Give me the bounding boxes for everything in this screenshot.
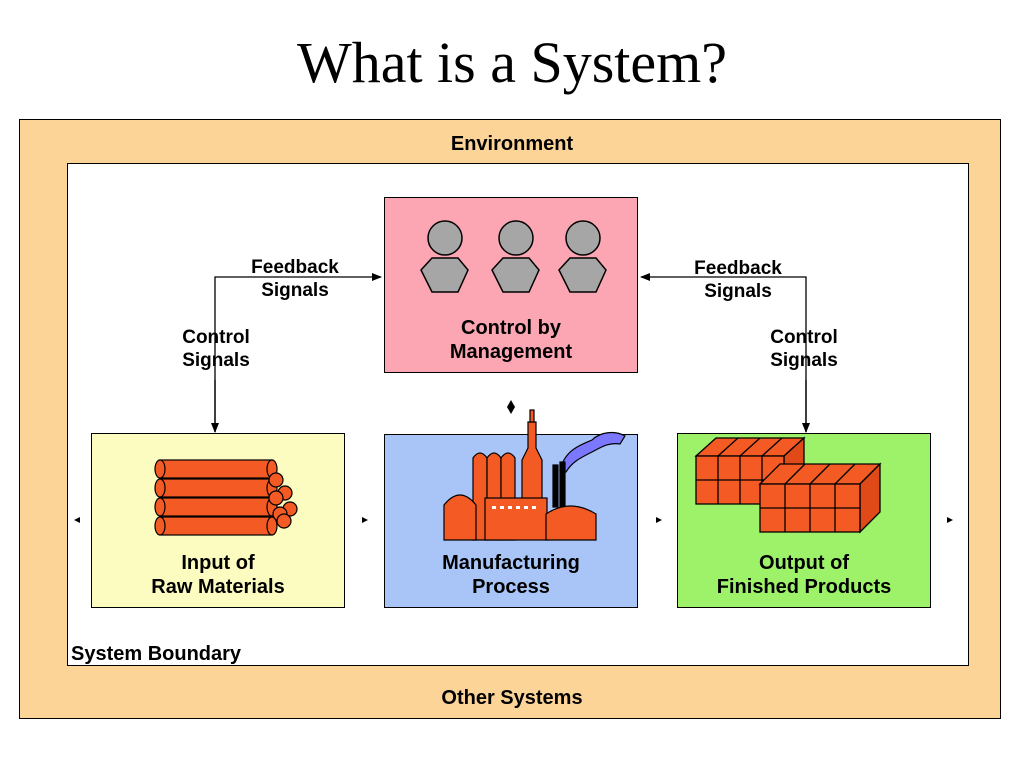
control-label: Control by Management bbox=[384, 316, 638, 364]
process-label: Manufacturing Process bbox=[384, 551, 638, 599]
page-title: What is a System? bbox=[296, 30, 728, 95]
environment-label: Environment bbox=[450, 133, 574, 155]
input-label: Input of Raw Materials bbox=[91, 551, 345, 599]
control-label-line2: Management bbox=[449, 341, 573, 363]
control-signals-left-label: Control Signals bbox=[182, 327, 250, 371]
input-label-line2: Raw Materials bbox=[151, 576, 285, 598]
system-boundary-label: System Boundary bbox=[71, 643, 242, 665]
feedback-signals-right-label: Feedback Signals bbox=[694, 258, 782, 302]
feedback-signals-left-label: Feedback Signals bbox=[251, 257, 339, 301]
other-systems-label: Other Systems bbox=[441, 687, 583, 709]
process-label-line2: Process bbox=[472, 576, 550, 598]
process-label-line1: Manufacturing bbox=[442, 552, 580, 574]
output-label: Output of Finished Products bbox=[677, 551, 931, 599]
control-signals-right-label: Control Signals bbox=[770, 327, 838, 371]
control-label-line1: Control by bbox=[461, 317, 561, 339]
output-label-line1: Output of bbox=[759, 552, 849, 574]
input-label-line1: Input of bbox=[181, 552, 255, 574]
output-label-line2: Finished Products bbox=[716, 576, 892, 598]
